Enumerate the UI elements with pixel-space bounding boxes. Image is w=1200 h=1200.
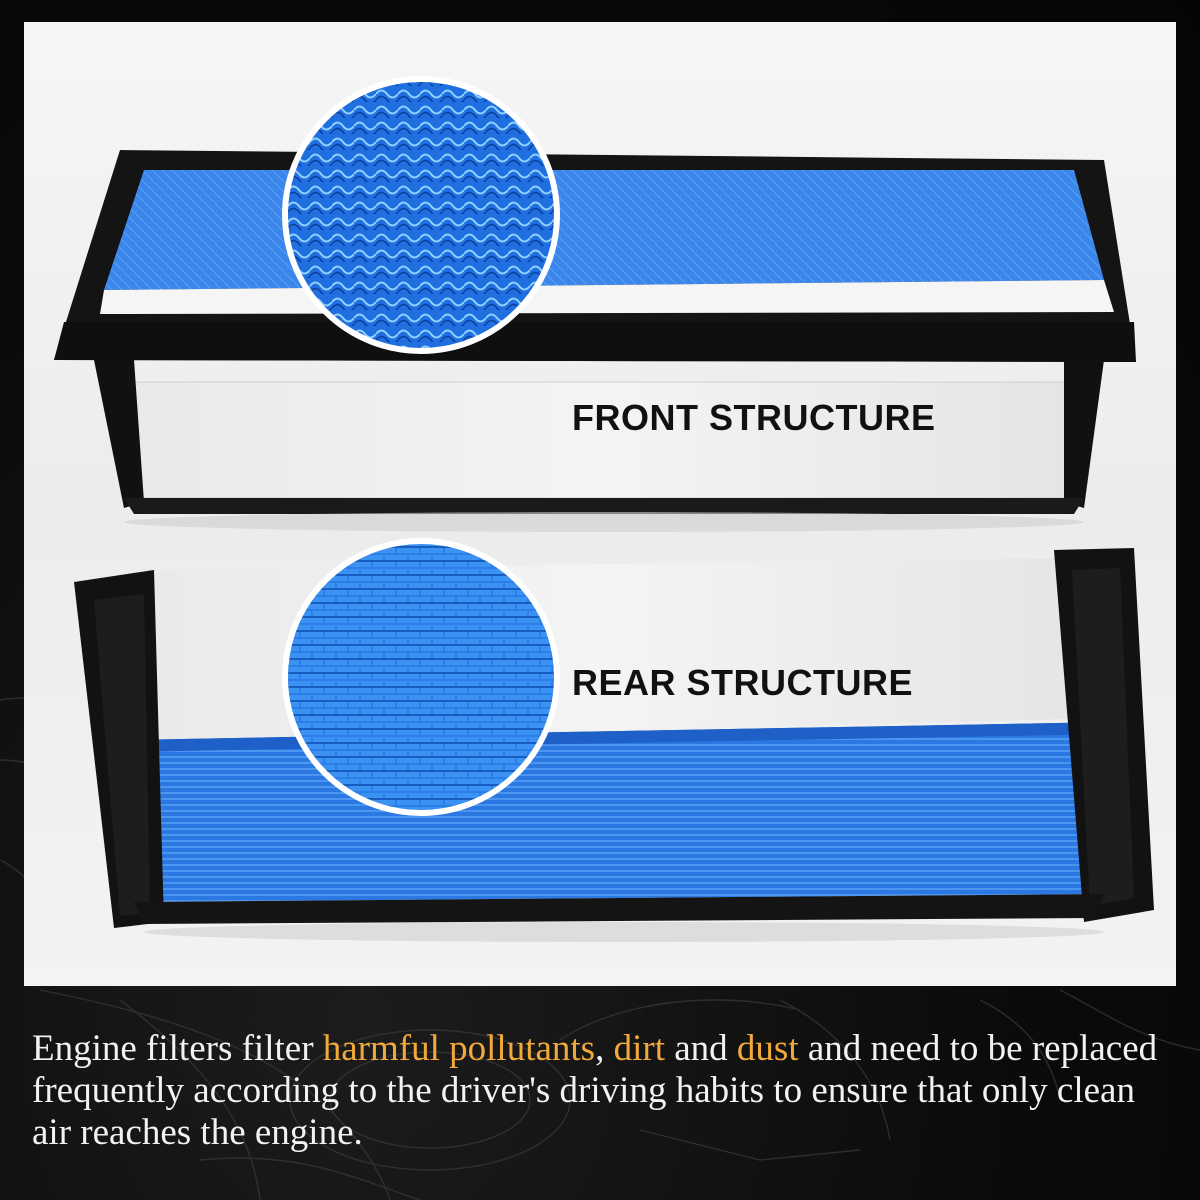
description-caption: Engine filters filter harmful pollutants… (32, 1028, 1172, 1154)
caption-highlight-dirt: dirt (613, 1028, 665, 1069)
caption-highlight-dust: dust (736, 1028, 799, 1069)
caption-text: Engine filters filter (32, 1028, 323, 1069)
caption-text: and (664, 1028, 737, 1069)
front-filter (54, 150, 1136, 532)
caption-text: , (595, 1028, 614, 1069)
caption-highlight-pollutants: harmful pollutants (322, 1028, 596, 1069)
rear-structure-label: REAR STRUCTURE (572, 662, 914, 703)
rear-zoom-circle (285, 541, 557, 813)
photo-panel: FRONT STRUCTURE REAR STRUCTURE (24, 22, 1176, 986)
front-zoom-circle (285, 79, 557, 351)
rear-filter (74, 548, 1154, 942)
front-structure-label: FRONT STRUCTURE (572, 397, 936, 438)
air-filter-illustration (54, 76, 1154, 942)
caption-text: and need to be replaced frequently accor… (32, 1028, 1158, 1153)
